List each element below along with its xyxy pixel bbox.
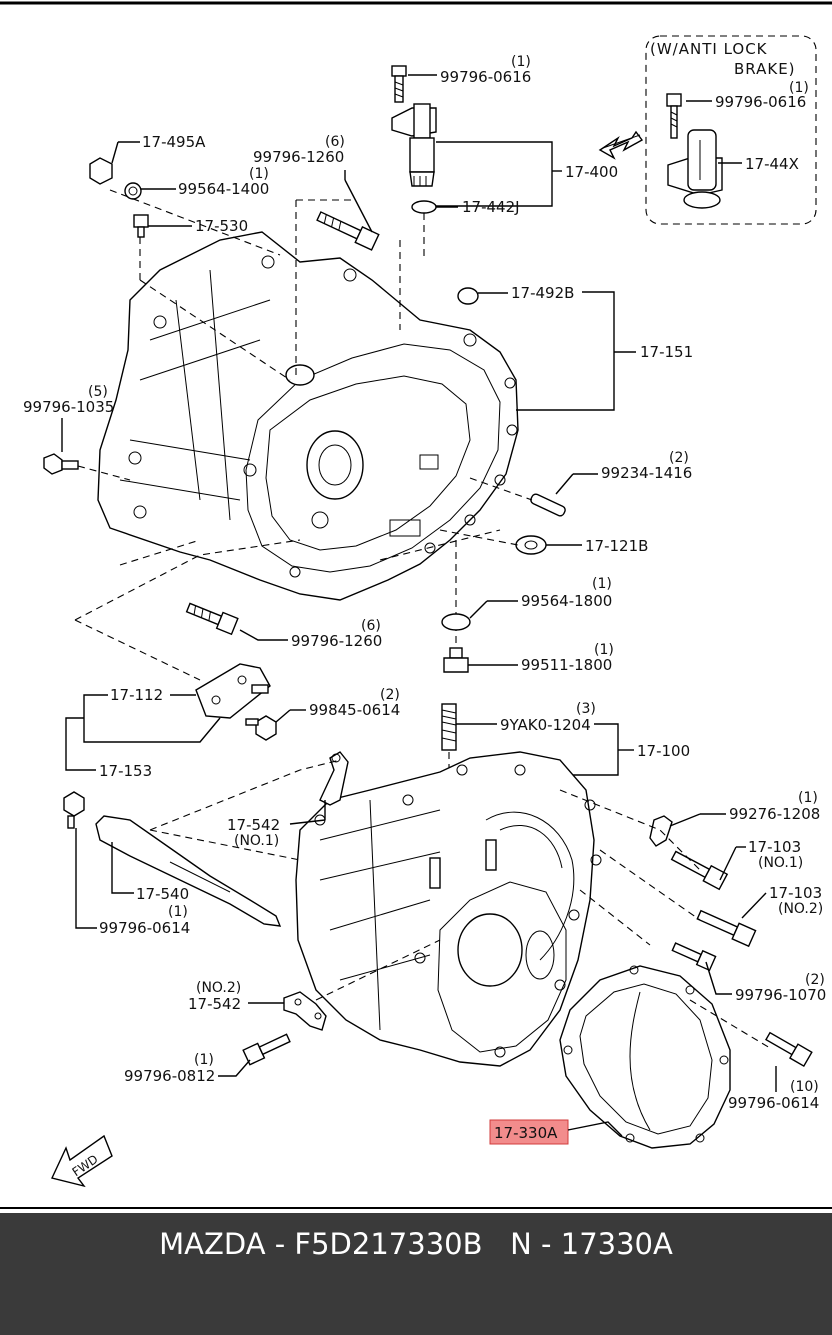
callout-label: 17-153 [99,762,152,780]
callout-label: 17-542 [227,816,280,834]
bolt-0812 [242,1033,291,1066]
bracket-542-no2 [283,991,327,1031]
speed-sensor [391,65,437,214]
inset-link-arrow [598,130,644,160]
callout-label: 17-103 [748,838,801,856]
bracket-542-no1 [319,751,349,806]
callout-label: 99796-1260 [253,148,344,166]
callout-label: 99845-0614 [309,701,400,719]
callout-label: 9YAK0-1204 [500,716,591,734]
callout-qty: (3) [576,701,596,717]
small-bolts-top-left [89,157,380,251]
callout-label: 17-103 [769,884,822,902]
inset-title-line1: (W/ANTI LOCK [650,40,768,58]
callout-label: 17-112 [110,686,163,704]
callout-label: 99796-0614 [99,919,190,937]
callout-label: 99564-1400 [178,180,269,198]
callout-label: 99796-0616 [440,68,531,86]
callout-qty: (NO.1) [758,855,803,871]
callout-qty: (6) [325,134,345,150]
stay-540 [63,791,282,927]
callout-qty: (1) [249,166,269,182]
callout-label: 17-540 [136,885,189,903]
callout-label: 99796-1035 [23,398,114,416]
callout-label: 99796-0812 [124,1067,215,1085]
callout-qty: (6) [361,618,381,634]
caption-text: MAZDA - F5D217330B N - 17330A [159,1227,673,1261]
drain-plug [443,647,469,673]
callout-qty: (1) [594,642,614,658]
callout-qty: (NO.1) [234,833,279,849]
callout-label: 17-495A [142,133,206,151]
callout-qty: (10) [790,1079,819,1095]
bolt-103-no2 [696,909,757,948]
callout-label: 99564-1800 [521,592,612,610]
callout-qty: (NO.2) [196,980,241,996]
callout-qty: (2) [380,687,400,703]
stud-bolt [441,703,457,751]
seal-121b [515,535,547,555]
bolt-0614-10 [765,1031,813,1068]
callout-label: 99276-1208 [729,805,820,823]
callout-qty: (1) [168,904,188,920]
callout-qty: (1) [798,790,818,806]
callout-qty: (1) [511,54,531,70]
callout-qty: (1) [592,576,612,592]
inset-title-line2: BRAKE) [734,60,796,78]
callout-label: 99796-1070 [735,986,826,1004]
callout-qty: (1) [194,1052,214,1068]
callout-qty: (2) [669,450,689,466]
bolt-left [43,453,79,475]
dowel-pin [530,493,566,517]
case-cover-330a [559,965,731,1149]
bolt-1070 [671,942,717,972]
bolt-103-no1 [670,850,729,891]
bolt-1260 [185,602,239,636]
callout-label: 99234-1416 [601,464,692,482]
callout-qty: (2) [805,972,825,988]
cover-plate-112 [195,663,277,741]
fwd-arrow [51,1134,113,1188]
callout-label: 17-400 [565,163,618,181]
transmission-case [295,751,602,1067]
callout-label: 17-100 [637,742,690,760]
callout-label: 17-542 [188,995,241,1013]
washer-1800 [441,613,471,631]
callout-label: 17-151 [640,343,693,361]
callout-label: 99796-0614 [728,1094,819,1112]
callout-label: 17-530 [195,217,248,235]
clutch-housing [97,231,519,601]
callout-label: 99796-0616 [715,93,806,111]
oil-seal [457,287,479,305]
abs-inset: (W/ANTI LOCK BRAKE) [645,35,817,225]
callout-label: 17-492B [511,284,574,302]
callout-label: 17-442J [462,198,520,216]
callout-qty: (5) [88,384,108,400]
parts-diagram: (W/ANTI LOCK BRAKE) (1) 99796-0616 17-44… [0,1,832,1209]
callout-qty: (NO.2) [778,901,823,917]
caption-bar: MAZDA - F5D217330B N - 17330A [0,1213,832,1335]
callout-label: 17-121B [585,537,648,555]
callout-label: 17-44X [745,155,799,173]
callout-qty: (1) [789,80,809,96]
callout-label: 99796-1260 [291,632,382,650]
callout-label: 99511-1800 [521,656,612,674]
highlight-box [489,1119,569,1145]
highlight-label: 17-330A [494,1124,558,1142]
